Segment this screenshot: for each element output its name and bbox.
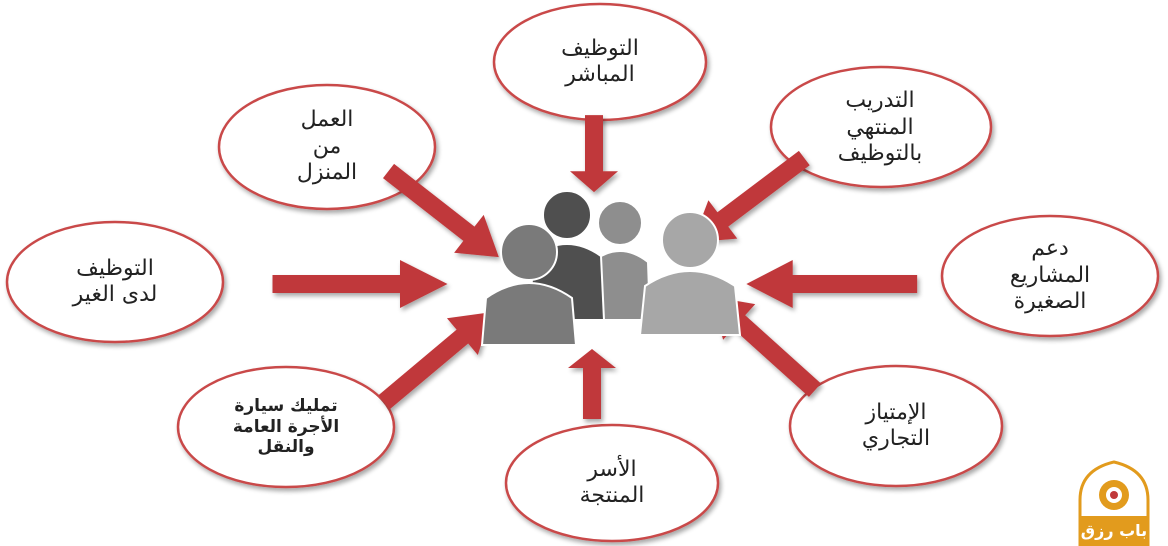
- node-ellipse-taxi-ownership: [176, 365, 396, 489]
- logo-text: باب رزق: [1080, 521, 1148, 540]
- people-group-icon: [480, 190, 742, 346]
- node-ellipse-productive-families: [504, 423, 720, 543]
- arrow-top: [570, 115, 618, 193]
- node-ellipse-employment-others: [5, 220, 225, 344]
- arrow-right: [746, 260, 918, 308]
- brand-logo: [1078, 460, 1150, 546]
- arrow-left: [272, 260, 448, 308]
- node-ellipse-small-projects: [940, 214, 1160, 338]
- node-ellipse-work-from-home: [217, 83, 437, 211]
- node-ellipse-training-employment: [769, 65, 993, 189]
- sun-gear-icon: [1099, 480, 1129, 510]
- arrow-bottom: [568, 349, 616, 419]
- node-ellipse-franchise: [788, 364, 1004, 488]
